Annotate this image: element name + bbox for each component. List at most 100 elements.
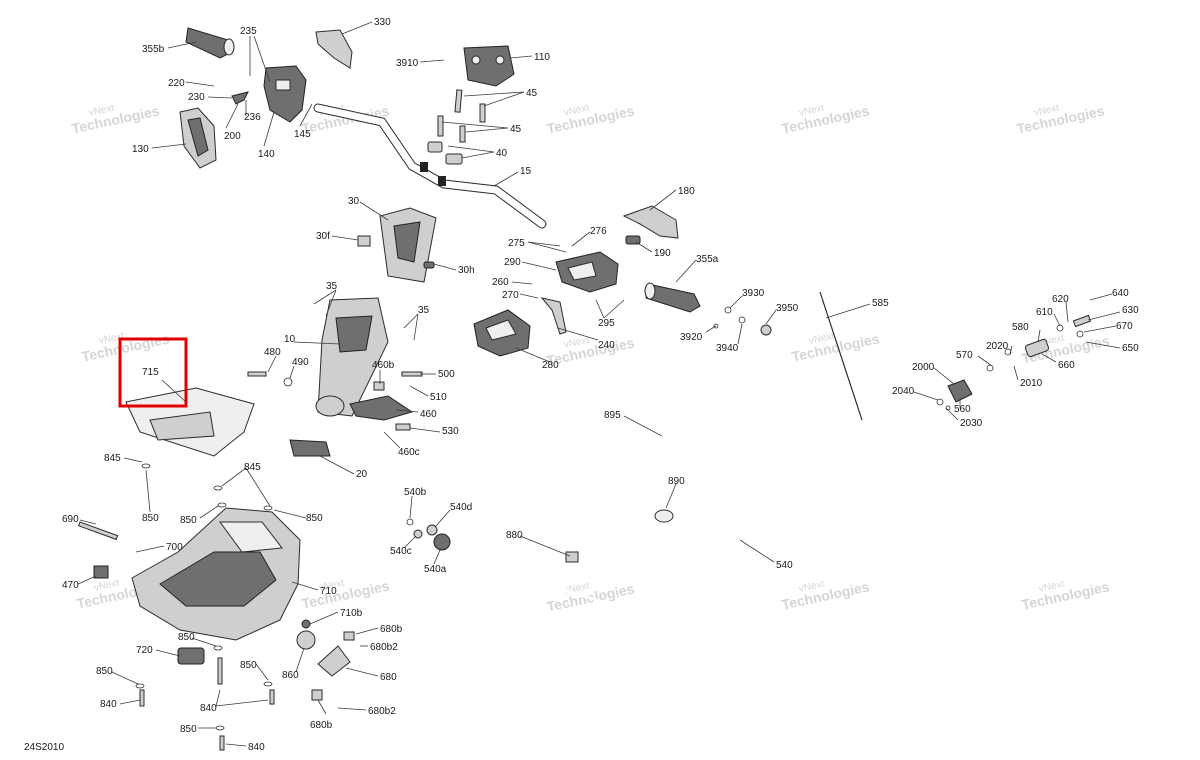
callout-3950[interactable]: 3950 [776, 303, 799, 314]
callout-660[interactable]: 660 [1058, 360, 1075, 371]
callout-460b[interactable]: 460b [372, 360, 395, 371]
callout-2030[interactable]: 2030 [960, 418, 983, 429]
callout-720[interactable]: 720 [136, 645, 153, 656]
callout-2000[interactable]: 2000 [912, 362, 935, 373]
callout-890[interactable]: 890 [668, 476, 685, 487]
callout-710[interactable]: 710 [320, 586, 337, 597]
callout-280[interactable]: 280 [542, 360, 559, 371]
callout-240[interactable]: 240 [598, 340, 615, 351]
callout-850-b[interactable]: 850 [180, 515, 197, 526]
callout-850-a[interactable]: 850 [142, 513, 159, 524]
callout-700[interactable]: 700 [166, 542, 183, 553]
callout-15[interactable]: 15 [520, 166, 532, 177]
callout-30h[interactable]: 30h [458, 265, 475, 276]
callout-30[interactable]: 30 [348, 196, 360, 207]
callout-840-c[interactable]: 840 [248, 742, 265, 753]
callout-3940[interactable]: 3940 [716, 343, 739, 354]
callout-840-a[interactable]: 840 [100, 699, 117, 710]
callout-355a[interactable]: 355a [696, 254, 719, 265]
callout-895[interactable]: 895 [604, 410, 621, 421]
callout-880[interactable]: 880 [506, 530, 523, 541]
callout-220[interactable]: 220 [168, 78, 185, 89]
callout-850-f[interactable]: 850 [96, 666, 113, 677]
callout-3920[interactable]: 3920 [680, 332, 703, 343]
part-lever-240 [540, 297, 567, 335]
callout-40[interactable]: 40 [496, 148, 508, 159]
callout-690[interactable]: 690 [62, 514, 79, 525]
callout-540a[interactable]: 540a [424, 564, 447, 575]
callout-620[interactable]: 620 [1052, 294, 1069, 305]
callout-355b[interactable]: 355b [142, 44, 165, 55]
callout-680b-top[interactable]: 680b [380, 624, 403, 635]
callout-715[interactable]: 715 [142, 367, 159, 378]
callout-330[interactable]: 330 [374, 17, 391, 28]
callout-20[interactable]: 20 [356, 469, 368, 480]
callout-630[interactable]: 630 [1122, 305, 1139, 316]
callout-540[interactable]: 540 [776, 560, 793, 571]
callout-45-bottom[interactable]: 45 [510, 124, 522, 135]
callout-540d[interactable]: 540d [450, 502, 472, 513]
callout-3910[interactable]: 3910 [396, 58, 419, 69]
callout-270[interactable]: 270 [502, 290, 519, 301]
callout-540c[interactable]: 540c [390, 546, 412, 557]
callout-580[interactable]: 580 [1012, 322, 1029, 333]
callout-200[interactable]: 200 [224, 131, 241, 142]
callout-480[interactable]: 480 [264, 347, 281, 358]
callout-145[interactable]: 145 [294, 129, 311, 140]
callout-460c[interactable]: 460c [398, 447, 420, 458]
callout-460[interactable]: 460 [420, 409, 437, 420]
callout-275[interactable]: 275 [508, 238, 525, 249]
callout-530[interactable]: 530 [442, 426, 459, 437]
callout-680b2-top[interactable]: 680b2 [370, 642, 398, 653]
callout-500[interactable]: 500 [438, 369, 455, 380]
callout-180[interactable]: 180 [678, 186, 695, 197]
callout-470[interactable]: 470 [62, 580, 79, 591]
callout-850-e[interactable]: 850 [240, 660, 257, 671]
callout-650[interactable]: 650 [1122, 343, 1139, 354]
callout-850-d[interactable]: 850 [178, 632, 195, 643]
callout-510[interactable]: 510 [430, 392, 447, 403]
callout-2040[interactable]: 2040 [892, 386, 915, 397]
callout-276[interactable]: 276 [590, 226, 607, 237]
callout-140[interactable]: 140 [258, 149, 275, 160]
callout-585[interactable]: 585 [872, 298, 889, 309]
callout-110[interactable]: 110 [534, 52, 550, 63]
callout-860[interactable]: 860 [282, 670, 299, 681]
callout-845-left[interactable]: 845 [104, 453, 121, 464]
callout-130[interactable]: 130 [132, 144, 149, 155]
callout-540b[interactable]: 540b [404, 487, 427, 498]
callout-680b2-bottom[interactable]: 680b2 [368, 706, 396, 717]
callout-2010[interactable]: 2010 [1020, 378, 1043, 389]
callout-845-right[interactable]: 845 [244, 462, 261, 473]
callout-10[interactable]: 10 [284, 334, 296, 345]
callout-35-right[interactable]: 35 [418, 305, 430, 316]
callout-610[interactable]: 610 [1036, 307, 1053, 318]
callout-680b-bottom[interactable]: 680b [310, 720, 333, 731]
callout-230[interactable]: 230 [188, 92, 205, 103]
svg-text:Technologies: Technologies [790, 330, 881, 364]
callout-290[interactable]: 290 [504, 257, 521, 268]
svg-text:Technologies: Technologies [545, 334, 636, 368]
callout-710b[interactable]: 710b [340, 608, 363, 619]
callout-490[interactable]: 490 [292, 357, 309, 368]
callout-570[interactable]: 570 [956, 350, 973, 361]
callout-295[interactable]: 295 [598, 318, 615, 329]
callout-3930[interactable]: 3930 [742, 288, 765, 299]
callout-680[interactable]: 680 [380, 672, 397, 683]
callout-35-left[interactable]: 35 [326, 281, 338, 292]
callout-840-b[interactable]: 840 [200, 703, 217, 714]
part-clamps-40 [427, 141, 463, 165]
callout-560[interactable]: 560 [954, 404, 971, 415]
callout-850-g[interactable]: 850 [180, 724, 197, 735]
callout-30f[interactable]: 30f [316, 231, 330, 242]
watermark-12: vNext Technologies [545, 580, 636, 614]
callout-640[interactable]: 640 [1112, 288, 1129, 299]
callout-670[interactable]: 670 [1116, 321, 1133, 332]
callout-260[interactable]: 260 [492, 277, 509, 288]
callout-236[interactable]: 236 [244, 112, 261, 123]
callout-190[interactable]: 190 [654, 248, 671, 259]
callout-235[interactable]: 235 [240, 26, 257, 37]
callout-2020[interactable]: 2020 [986, 341, 1009, 352]
callout-850-c[interactable]: 850 [306, 513, 323, 524]
callout-45-top[interactable]: 45 [526, 88, 538, 99]
